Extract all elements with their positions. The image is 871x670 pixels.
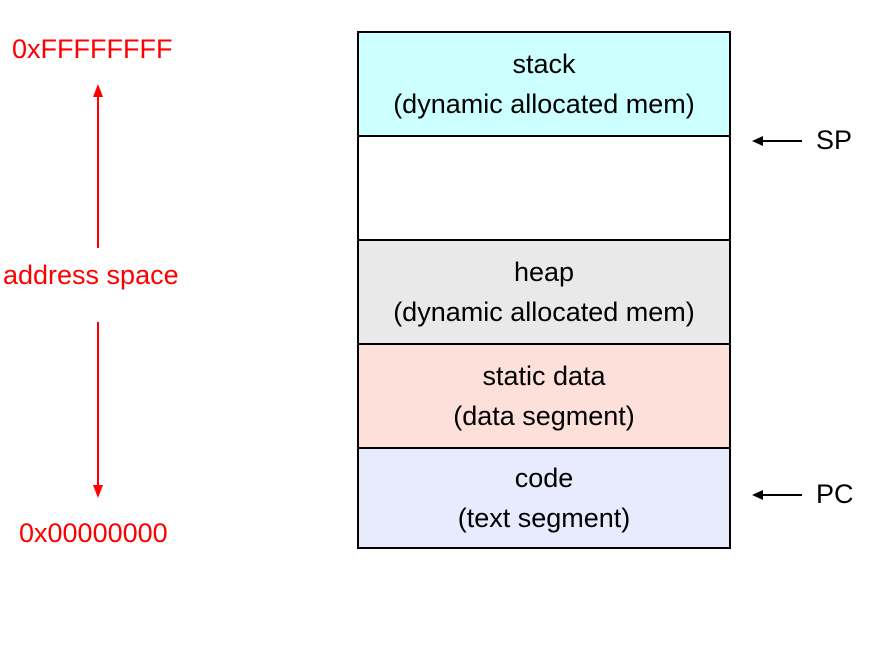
memory-layout-diagram: stack (dynamic allocated mem) heap (dyna…: [357, 31, 731, 549]
pc-label: PC: [816, 479, 854, 509]
code-segment: code (text segment): [359, 449, 729, 547]
sp-label: SP: [816, 125, 853, 155]
static-data-description: (data segment): [453, 401, 635, 431]
address-up-arrowhead: [93, 84, 103, 97]
address-down-arrowhead: [93, 485, 103, 498]
address-high-label: 0xFFFFFFFF: [12, 34, 173, 64]
address-space-label: address space: [3, 260, 179, 290]
static-data-name: static data: [482, 361, 606, 391]
code-name: code: [514, 463, 574, 493]
pc-pointer: PC: [752, 481, 854, 508]
sp-pointer: SP: [752, 127, 852, 154]
static-data-segment: static data (data segment): [359, 345, 729, 449]
sp-arrow-icon: [752, 135, 802, 146]
stack-description: (dynamic allocated mem): [393, 89, 695, 119]
address-low-label: 0x00000000: [19, 518, 168, 548]
stack-name: stack: [512, 49, 576, 79]
heap-name: heap: [513, 257, 575, 287]
free-space-segment: [359, 137, 729, 241]
heap-segment: heap (dynamic allocated mem): [359, 241, 729, 345]
pc-arrow-icon: [752, 489, 802, 500]
code-description: (text segment): [457, 503, 631, 533]
heap-description: (dynamic allocated mem): [393, 297, 695, 327]
stack-segment: stack (dynamic allocated mem): [359, 33, 729, 137]
